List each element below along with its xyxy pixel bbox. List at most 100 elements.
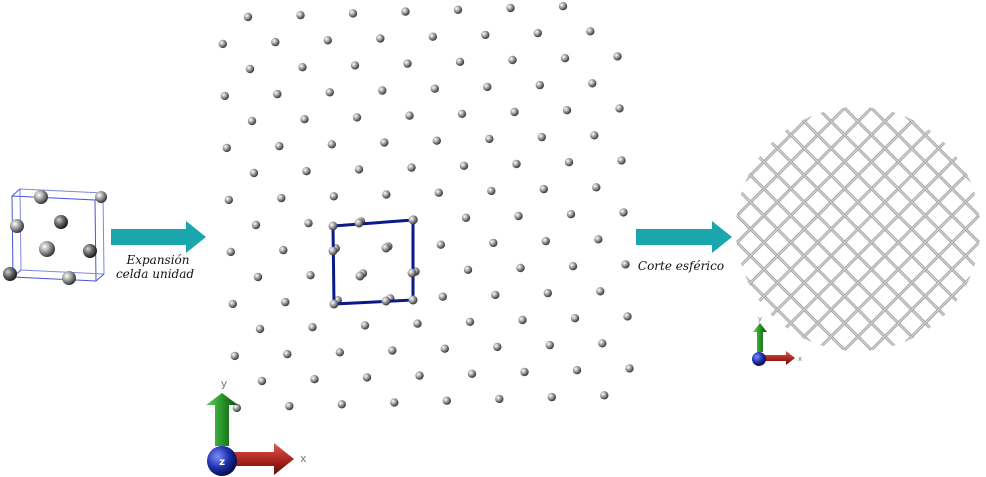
grid-bar-highlight [805, 176, 980, 351]
lattice-atom [453, 5, 463, 14]
lattice-atom [463, 265, 473, 274]
lattice-atom [401, 7, 410, 16]
lattice-atom [296, 11, 305, 20]
grid-bar-highlight [832, 107, 980, 255]
lattice-atom [413, 319, 422, 328]
lattice-atom [300, 115, 309, 124]
cell-atom [381, 296, 391, 306]
lattice-atom [592, 183, 601, 192]
cell-atom [408, 215, 418, 225]
lattice-atom [541, 236, 550, 246]
lattice-atom [487, 186, 496, 196]
grid-bar-highlight [846, 107, 980, 241]
lattice-atom [388, 346, 397, 355]
lattice-atom [285, 401, 294, 411]
y-axis-label: y [758, 315, 762, 323]
spherical-cut-label: Corte esférico [638, 259, 724, 273]
lattice-atom [407, 163, 416, 172]
lattice-atom [247, 116, 257, 126]
lattice-atom [362, 373, 372, 382]
lattice-atom [226, 247, 235, 257]
lattice-atom [533, 28, 542, 38]
lattice-atom [491, 290, 500, 300]
lattice-atom [489, 238, 498, 248]
lattice-atom [230, 351, 239, 361]
atom [83, 244, 97, 258]
cell-atom [355, 271, 365, 281]
atom [54, 215, 68, 229]
lattice-atom [461, 213, 471, 222]
lattice-atom [327, 140, 336, 149]
expansion-label-line2: celda unidad [116, 267, 194, 281]
lattice-atom [249, 168, 259, 178]
cell-atom [354, 218, 364, 228]
lattice-atom [483, 82, 492, 92]
atom [34, 190, 48, 204]
expansion-arrow: Expansión celda unidad [111, 221, 206, 281]
lattice-atom [376, 34, 385, 43]
right-arrow-icon [111, 221, 206, 253]
lattice-atom [337, 400, 346, 409]
unit-cell-atoms [3, 190, 107, 285]
unit-cell-box [11, 188, 105, 282]
xyz-axis-icon: z x y [206, 377, 307, 476]
grid-bar-highlight [805, 107, 980, 282]
lattice-atom [596, 287, 605, 296]
lattice-atom [360, 321, 370, 330]
lattice-atom [459, 161, 469, 170]
lattice-atom [594, 235, 603, 244]
cell-atom [407, 268, 417, 278]
lattice-atom [510, 107, 519, 117]
grid-bar-highlight [792, 109, 978, 295]
unit-cell-outline-atoms [328, 215, 418, 309]
xyz-axis-icon: x y [752, 315, 802, 366]
lattice-atom [298, 62, 307, 72]
cell-atom [329, 299, 339, 309]
lattice-icon [218, 2, 634, 413]
lattice-atom [572, 366, 582, 375]
lattice-atom [308, 323, 317, 332]
lattice-atom [245, 64, 255, 74]
lattice-atom [348, 9, 358, 18]
lattice-atom [586, 27, 595, 36]
lattice-atom [243, 12, 253, 22]
lattice-atom [442, 396, 451, 405]
cell-atom [328, 221, 338, 231]
lattice-atom [390, 398, 399, 407]
lattice-atom [224, 195, 233, 205]
lattice-atom [520, 367, 529, 377]
lattice-atom [232, 403, 241, 413]
lattice-atom [562, 106, 572, 115]
grid-bar-highlight [819, 107, 980, 268]
lattice-atom [590, 131, 599, 140]
lattice-atom [493, 342, 502, 352]
unit-cell-icon [3, 188, 107, 285]
lattice-atom [283, 349, 292, 359]
atom [10, 219, 24, 233]
atom [95, 191, 107, 203]
lattice-atom [275, 141, 284, 151]
lattice-atom [380, 138, 389, 147]
x-axis-arrow [764, 351, 795, 365]
lattice-atom [566, 210, 576, 219]
spherical-grid-icon [736, 107, 980, 351]
lattice-atom [432, 136, 441, 145]
lattice-atom [543, 288, 552, 298]
lattice-atom [539, 184, 548, 194]
lattice-atom [257, 376, 267, 386]
lattice-atom [600, 391, 609, 400]
grid-bar-highlight [779, 150, 964, 335]
lattice-atom [625, 364, 634, 373]
lattice-atom [279, 245, 288, 255]
grid-bar-highlight [846, 217, 980, 351]
z-axis-ball [752, 352, 766, 366]
lattice-atom [535, 80, 544, 90]
z-axis-ball [207, 446, 237, 476]
lattice-atom [382, 190, 391, 199]
atom [62, 271, 76, 285]
lattice-atom [329, 192, 338, 201]
right-arrow-icon [636, 221, 732, 253]
x-axis-arrow [232, 443, 294, 475]
lattice-atom [403, 59, 412, 68]
